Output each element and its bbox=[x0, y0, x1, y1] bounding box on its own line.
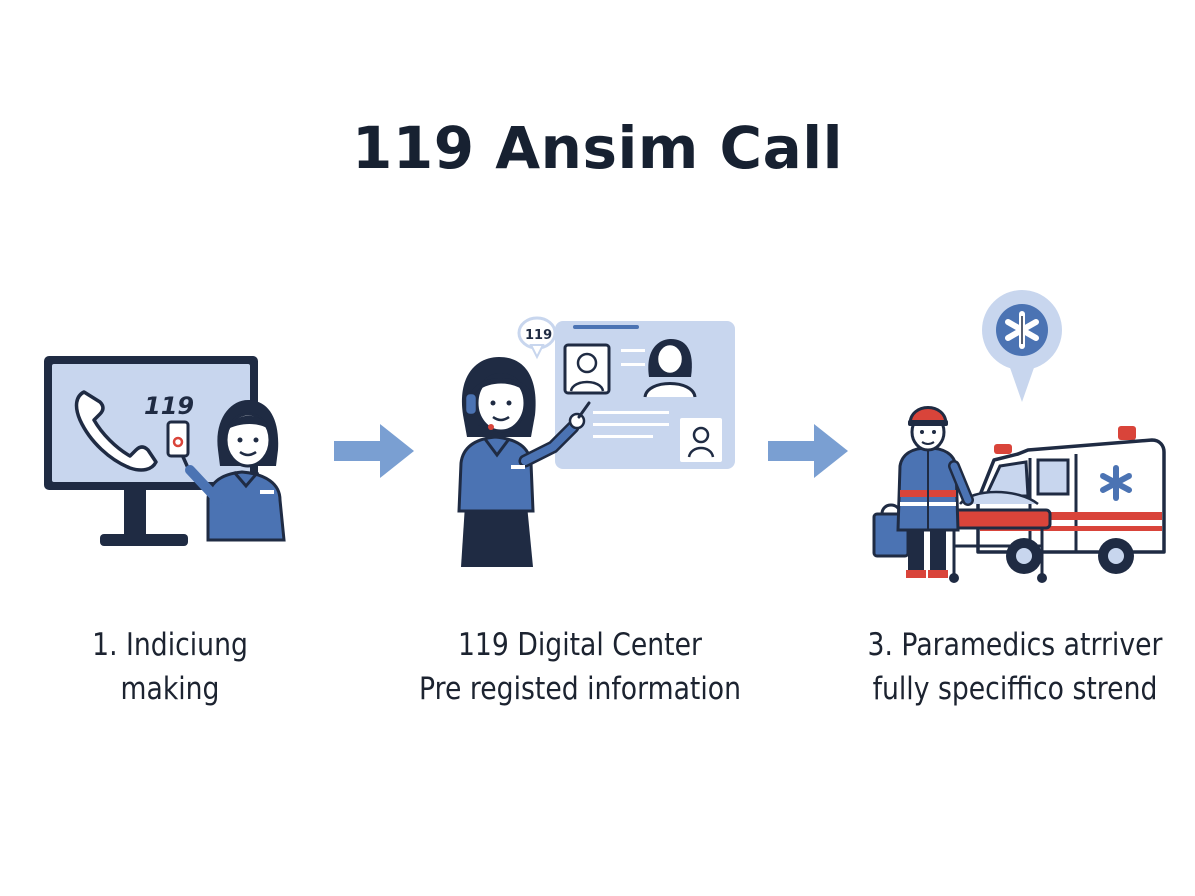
phone-handset-icon bbox=[74, 390, 158, 472]
step-2-illustration: 119 bbox=[457, 316, 735, 567]
dispatcher-headset-icon bbox=[457, 357, 591, 567]
screen-number: 119 bbox=[144, 392, 194, 420]
step-3-caption-line-1: 3. Paramedics atrriver bbox=[867, 627, 1163, 663]
profile-card-icon bbox=[555, 321, 735, 469]
stretcher-icon bbox=[944, 490, 1052, 583]
step-3-caption: 3. Paramedics atrriver fully speciffico … bbox=[865, 623, 1166, 711]
paramedic-icon bbox=[872, 406, 974, 578]
step-1-caption: 1. Indiciung making bbox=[58, 623, 282, 711]
monitor-icon bbox=[44, 356, 258, 546]
step-3-illustration bbox=[872, 290, 1166, 583]
step-2-caption-line-1: 119 Digital Center bbox=[457, 627, 703, 663]
page-title: 119 Ansim Call bbox=[352, 114, 843, 182]
step-1-caption-line-1: 1. Indiciung bbox=[92, 627, 248, 663]
speech-bubble-icon: 119 bbox=[517, 316, 557, 360]
woman-pressing-button-icon bbox=[166, 400, 286, 542]
step-1-caption-line-2: making bbox=[120, 671, 220, 707]
step-2-caption-line-2: Pre registed information bbox=[419, 671, 741, 707]
location-pin-star-of-life-icon bbox=[982, 290, 1062, 402]
flow-arrow-1 bbox=[334, 424, 414, 478]
flow-arrow-2 bbox=[768, 424, 848, 478]
bubble-number: 119 bbox=[525, 328, 552, 343]
step-3-caption-line-2: fully speciffico strend bbox=[872, 671, 1158, 707]
step-2-caption: 119 Digital Center Pre registed informat… bbox=[417, 623, 744, 711]
step-1-illustration: 119 bbox=[44, 356, 286, 546]
